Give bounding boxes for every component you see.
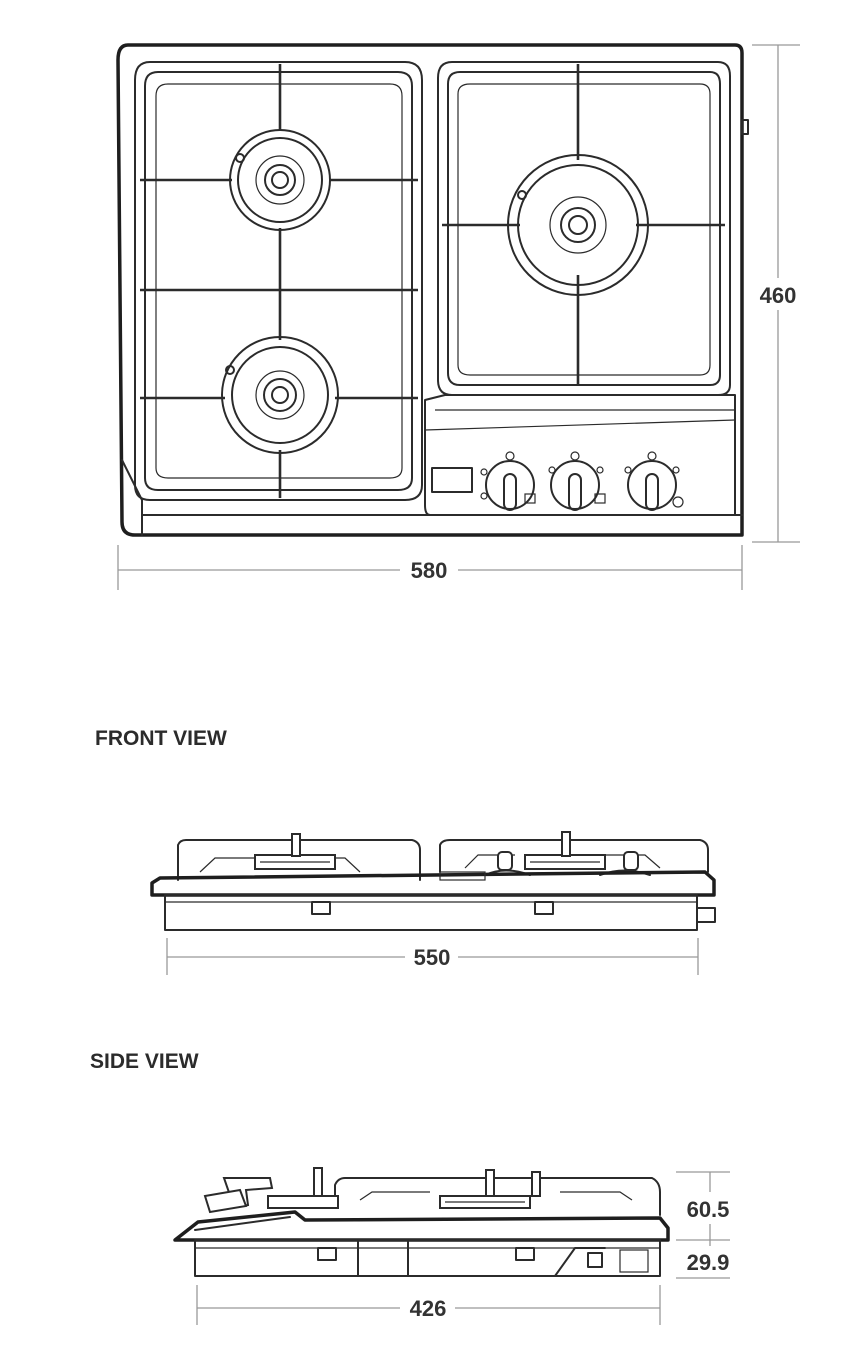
side-rear-bracket [619, 1249, 649, 1273]
front-width-label: 550 [414, 945, 451, 970]
side-valve-housing [357, 1239, 409, 1277]
side-nub [741, 119, 749, 135]
front-burner-right [484, 831, 651, 876]
side-top-plate [173, 1210, 670, 1242]
width-dimension: 580 [117, 545, 743, 590]
side-gas-pipe [554, 1247, 606, 1277]
left-trough-mid [144, 71, 413, 491]
hob-outline [116, 43, 744, 537]
right-trough-mid [447, 71, 721, 386]
control-panel-slope [424, 419, 736, 431]
side-height-dimension: 60.5 29.9 [676, 1171, 730, 1279]
side-clip-left [317, 1247, 337, 1261]
side-body [194, 1239, 661, 1277]
front-ignition-strip [439, 871, 486, 881]
width-label: 580 [411, 558, 448, 583]
side-burners [267, 1167, 541, 1209]
left-grate [140, 64, 418, 498]
front-clip-right [534, 901, 554, 915]
right-trough-outer [437, 61, 731, 396]
burner-left-lower [221, 336, 339, 454]
front-width-dimension: 550 [166, 938, 699, 975]
front-view-title: FRONT VIEW [95, 727, 227, 750]
front-body [164, 894, 698, 931]
side-view: 426 60.5 29.9 [173, 1167, 730, 1325]
burner-right [507, 154, 649, 296]
front-clip-left [311, 901, 331, 915]
front-top-plate [150, 870, 716, 897]
right-trough-inner [457, 83, 711, 376]
side-depth-label: 426 [410, 1296, 447, 1321]
side-grate-inner-b [560, 1191, 633, 1201]
control-knob-3 [624, 451, 684, 511]
top-view: 580 460 [116, 43, 800, 590]
side-clip-right [515, 1247, 535, 1261]
depth-dimension: 460 [752, 44, 800, 543]
side-depth-dimension: 426 [196, 1285, 661, 1325]
side-grate-inner-a [359, 1191, 430, 1201]
depth-label: 460 [760, 283, 797, 308]
burner-left-upper [229, 129, 331, 231]
front-bevel-left [121, 459, 143, 536]
side-grate [334, 1177, 661, 1216]
front-grate-right-inner-b [605, 854, 661, 869]
front-grate-right [439, 839, 709, 873]
control-knob-1 [480, 451, 536, 511]
side-gas-connector [587, 1252, 603, 1268]
side-top-bevel [194, 1216, 291, 1231]
control-panel [424, 394, 736, 516]
ignition-button [431, 467, 473, 493]
right-grate [442, 64, 725, 385]
side-knob [203, 1177, 274, 1214]
control-knob-2 [548, 451, 606, 511]
side-view-title: SIDE VIEW [90, 1050, 199, 1073]
front-view: 550 [150, 831, 716, 975]
front-gas-inlet [696, 907, 716, 923]
side-height-lower-label: 29.9 [687, 1250, 730, 1275]
side-height-upper-label: 60.5 [687, 1197, 730, 1222]
left-trough-outer [134, 61, 423, 501]
front-burner-left [254, 833, 336, 870]
left-trough-inner [155, 83, 403, 479]
